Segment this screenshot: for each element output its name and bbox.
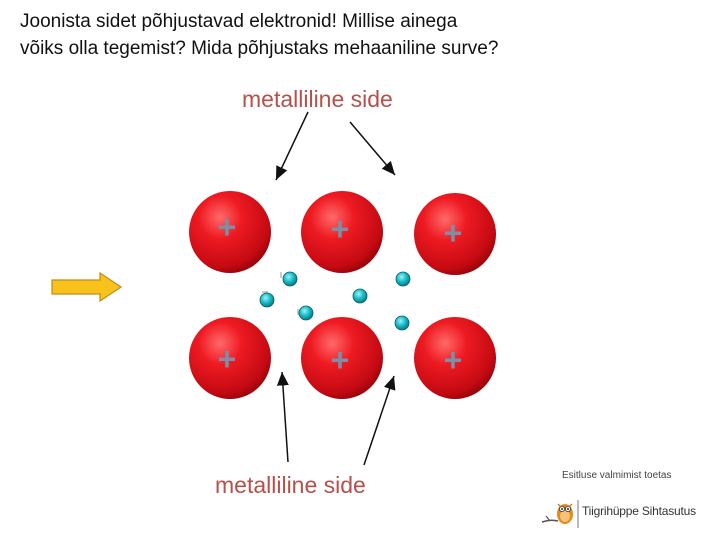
positive-ion: + [301, 191, 383, 273]
question-line-1: Joonista sidet põhjustavad elektronid! M… [20, 11, 458, 32]
positive-ion: + [189, 191, 271, 273]
ion-plus-sign: + [444, 342, 463, 378]
ion-plus-sign: + [218, 341, 237, 377]
question-line-2: võiks olla tegemist? Mida põhjustaks meh… [20, 38, 499, 59]
sponsor-logo: Tiigrihüppe Sihtasutus [540, 492, 715, 532]
label-metallic-bond-bottom: metalliline side [215, 472, 366, 498]
pointer-arrow-bottom-left [276, 371, 289, 463]
question-text: Joonista sidet põhjustavad elektronid! M… [20, 8, 700, 62]
pointer-arrow-top-right [349, 121, 396, 176]
pointer-arrow-top-left [275, 111, 309, 181]
ion-plus-sign: + [444, 215, 463, 251]
label-metallic-bond-top: metalliline side [242, 86, 393, 112]
right-arrow-icon [51, 271, 123, 303]
positive-ion: + [301, 317, 383, 399]
positive-ion: + [189, 317, 271, 399]
electron [259, 292, 275, 308]
electron [298, 305, 314, 321]
organization-name: Tiigrihüppe Sihtasutus [582, 504, 696, 518]
pointer-arrow-bottom-right [363, 375, 396, 466]
electron [282, 271, 298, 287]
positive-ion: + [414, 317, 496, 399]
ion-plus-sign: + [331, 211, 350, 247]
ion-plus-sign: + [218, 209, 237, 245]
owl-logo-icon [541, 500, 579, 528]
electron [352, 288, 368, 304]
credit-text: Esitluse valmimist toetas [562, 470, 672, 481]
electron [394, 315, 410, 331]
electron [395, 271, 411, 287]
ion-plus-sign: + [331, 342, 350, 378]
positive-ion: + [414, 193, 496, 275]
